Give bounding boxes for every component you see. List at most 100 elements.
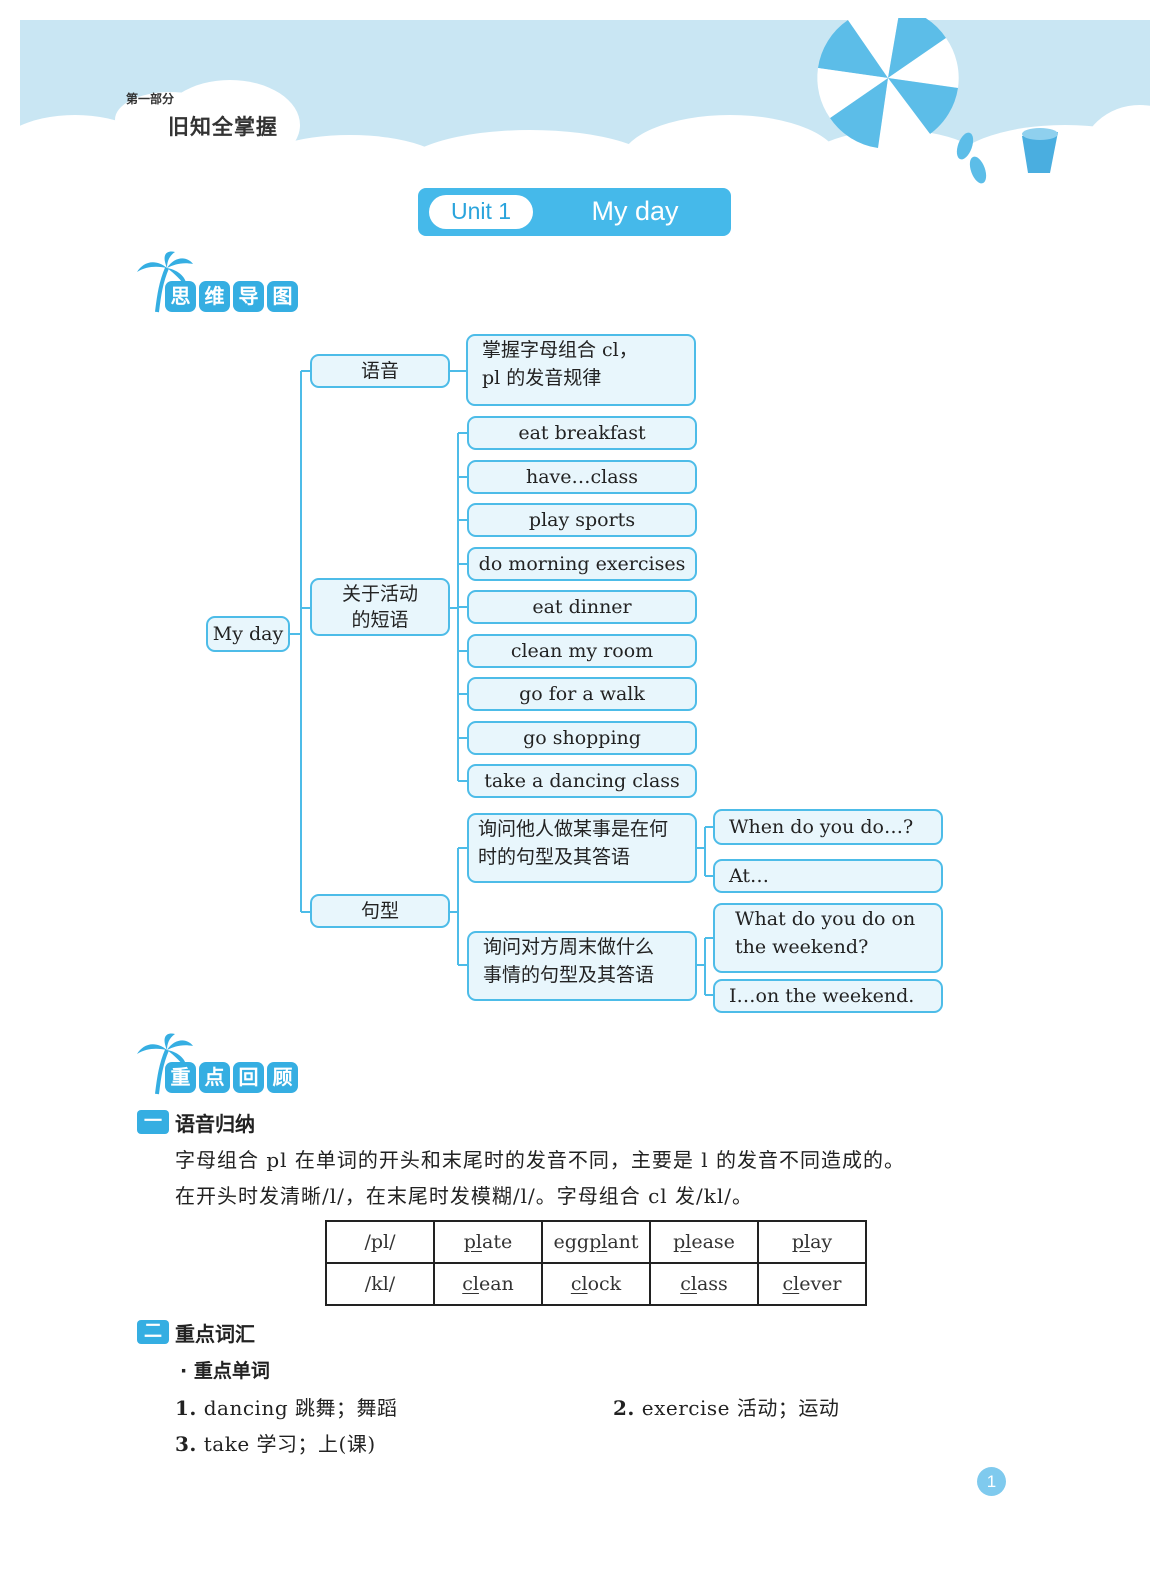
unit-number: Unit 1 — [450, 198, 512, 224]
phonics-detail: 掌握字母组合 cl， pl 的发音规律 — [466, 334, 696, 406]
activity-phrase: take a dancing class — [467, 764, 697, 798]
table-cell: class — [649, 1262, 759, 1306]
section-title-char: 导 — [233, 281, 264, 312]
vocab-word: dancing — [203, 1396, 289, 1420]
branch-activities-line: 的短语 — [351, 609, 409, 631]
table-cell: clean — [433, 1262, 543, 1306]
cell-text: ass — [696, 1273, 728, 1295]
table-cell: please — [649, 1220, 759, 1264]
activity-phrase: eat breakfast — [467, 416, 697, 450]
section-title-review: 重 点 回 顾 — [165, 1062, 305, 1094]
vocab-word: exercise — [641, 1396, 730, 1420]
sentence-example-line: the weekend? — [735, 936, 869, 958]
cell-text: ean — [478, 1273, 514, 1295]
palm-tree-icon — [137, 251, 193, 313]
cell-text: ate — [482, 1231, 513, 1253]
cell-text: ever — [799, 1273, 842, 1295]
vocab-word: take — [203, 1432, 250, 1456]
table-cell: play — [757, 1220, 867, 1264]
sentence-example-line: What do you do on — [735, 908, 916, 930]
cell-text: /pl/ — [364, 1231, 396, 1253]
table-cell: clock — [541, 1262, 651, 1306]
paragraph-line: 在开头时发清晰/l/，在末尾时发模糊/l/。字母组合 cl 发/kl/。 — [175, 1184, 754, 1208]
section-title-mindmap: 思 维 导 图 — [165, 281, 305, 313]
vocab-number: 1. — [175, 1396, 197, 1420]
activity-phrase: clean my room — [467, 634, 697, 668]
subsection-title: 语音归纳 — [175, 1112, 255, 1136]
section-title-char: 点 — [199, 1062, 230, 1093]
paragraph-line: 字母组合 pl 在单词的开头和末尾时的发音不同，主要是 l 的发音不同造成的。 — [175, 1148, 906, 1172]
section-title-char: 顾 — [267, 1062, 298, 1093]
palm-tree-icon — [137, 1033, 193, 1095]
sentence-pattern-line: 询问他人做某事是在何 — [478, 818, 669, 840]
underlined-letters: pl — [791, 1231, 811, 1253]
section-title-char: 维 — [199, 281, 230, 312]
page-number: 1 — [977, 1467, 1006, 1496]
sentence-pattern-when: 询问他人做某事是在何 时的句型及其答语 — [467, 813, 697, 883]
cell-text: egg — [553, 1231, 590, 1253]
subsection-title: 重点词汇 — [175, 1322, 255, 1346]
activity-phrase: do morning exercises — [467, 547, 697, 581]
mindmap-root: My day — [206, 616, 290, 652]
cell-text: ay — [810, 1231, 833, 1253]
cell-text: ant — [607, 1231, 639, 1253]
table-cell: /pl/ — [325, 1220, 435, 1264]
underlined-letters: pl — [673, 1231, 692, 1253]
subsection-number: 二 — [137, 1320, 169, 1344]
underlined-letters: pl — [463, 1231, 483, 1253]
branch-sentences: 句型 — [310, 894, 450, 928]
beach-umbrella-icon — [817, 18, 1058, 184]
section-title-char: 图 — [267, 281, 298, 312]
activity-phrase: go for a walk — [467, 677, 697, 711]
branch-activities: 关于活动 的短语 — [310, 578, 450, 636]
header-banner — [20, 20, 1150, 170]
vocab-item: 2. exercise 活动；运动 — [613, 1392, 839, 1421]
sentence-pattern-line: 事情的句型及其答语 — [483, 964, 655, 986]
vocab-meaning: 学习；上(课) — [256, 1432, 376, 1456]
vocab-meaning: 活动；运动 — [736, 1396, 840, 1420]
sentence-example: At… — [713, 859, 943, 893]
table-cell: clever — [757, 1262, 867, 1306]
table-cell: eggplant — [541, 1220, 651, 1264]
underlined-letters: cl — [680, 1273, 697, 1295]
activity-phrase: eat dinner — [467, 590, 697, 624]
vocab-item: 3. take 学习；上(课) — [175, 1428, 376, 1457]
phonics-detail-line: pl 的发音规律 — [482, 367, 602, 389]
sentence-pattern-line: 询问对方周末做什么 — [483, 936, 655, 958]
cell-text: ease — [691, 1231, 735, 1253]
table-cell: /kl/ — [325, 1262, 435, 1306]
section-title-char: 思 — [165, 281, 196, 312]
branch-phonics: 语音 — [310, 354, 450, 388]
unit-pill — [429, 195, 533, 229]
part-label: 第一部分 — [126, 92, 175, 106]
branch-activities-line: 关于活动 — [341, 583, 418, 605]
underlined-letters: cl — [570, 1273, 588, 1295]
activity-phrase: play sports — [467, 503, 697, 537]
vocab-number: 2. — [613, 1396, 635, 1420]
activity-phrase: go shopping — [467, 721, 697, 755]
unit-title: My day — [591, 196, 679, 226]
sentence-example: What do you do on the weekend? — [713, 903, 943, 973]
cell-text: /kl/ — [364, 1273, 396, 1295]
vocab-bullet: · 重点单词 — [180, 1360, 270, 1382]
table-cell: plate — [433, 1220, 543, 1264]
activity-phrase: have…class — [467, 460, 697, 494]
cell-text: ock — [587, 1273, 622, 1295]
sentence-pattern-weekend: 询问对方周末做什么 事情的句型及其答语 — [467, 931, 697, 1001]
part-title: 旧知全掌握 — [168, 115, 278, 139]
vocab-item: 1. dancing 跳舞；舞蹈 — [175, 1392, 398, 1421]
sentence-example: When do you do…? — [713, 809, 943, 845]
subsection-number: 一 — [137, 1110, 169, 1134]
phonics-detail-line: 掌握字母组合 cl， — [482, 339, 638, 361]
underlined-letters: pl — [589, 1231, 608, 1253]
section-title-char: 重 — [165, 1062, 196, 1093]
section-title-char: 回 — [233, 1062, 264, 1093]
sentence-pattern-line: 时的句型及其答语 — [478, 846, 631, 868]
vocab-number: 3. — [175, 1432, 197, 1456]
sentence-example: I…on the weekend. — [713, 979, 943, 1013]
vocab-meaning: 跳舞；舞蹈 — [295, 1396, 398, 1420]
underlined-letters: cl — [462, 1273, 479, 1295]
